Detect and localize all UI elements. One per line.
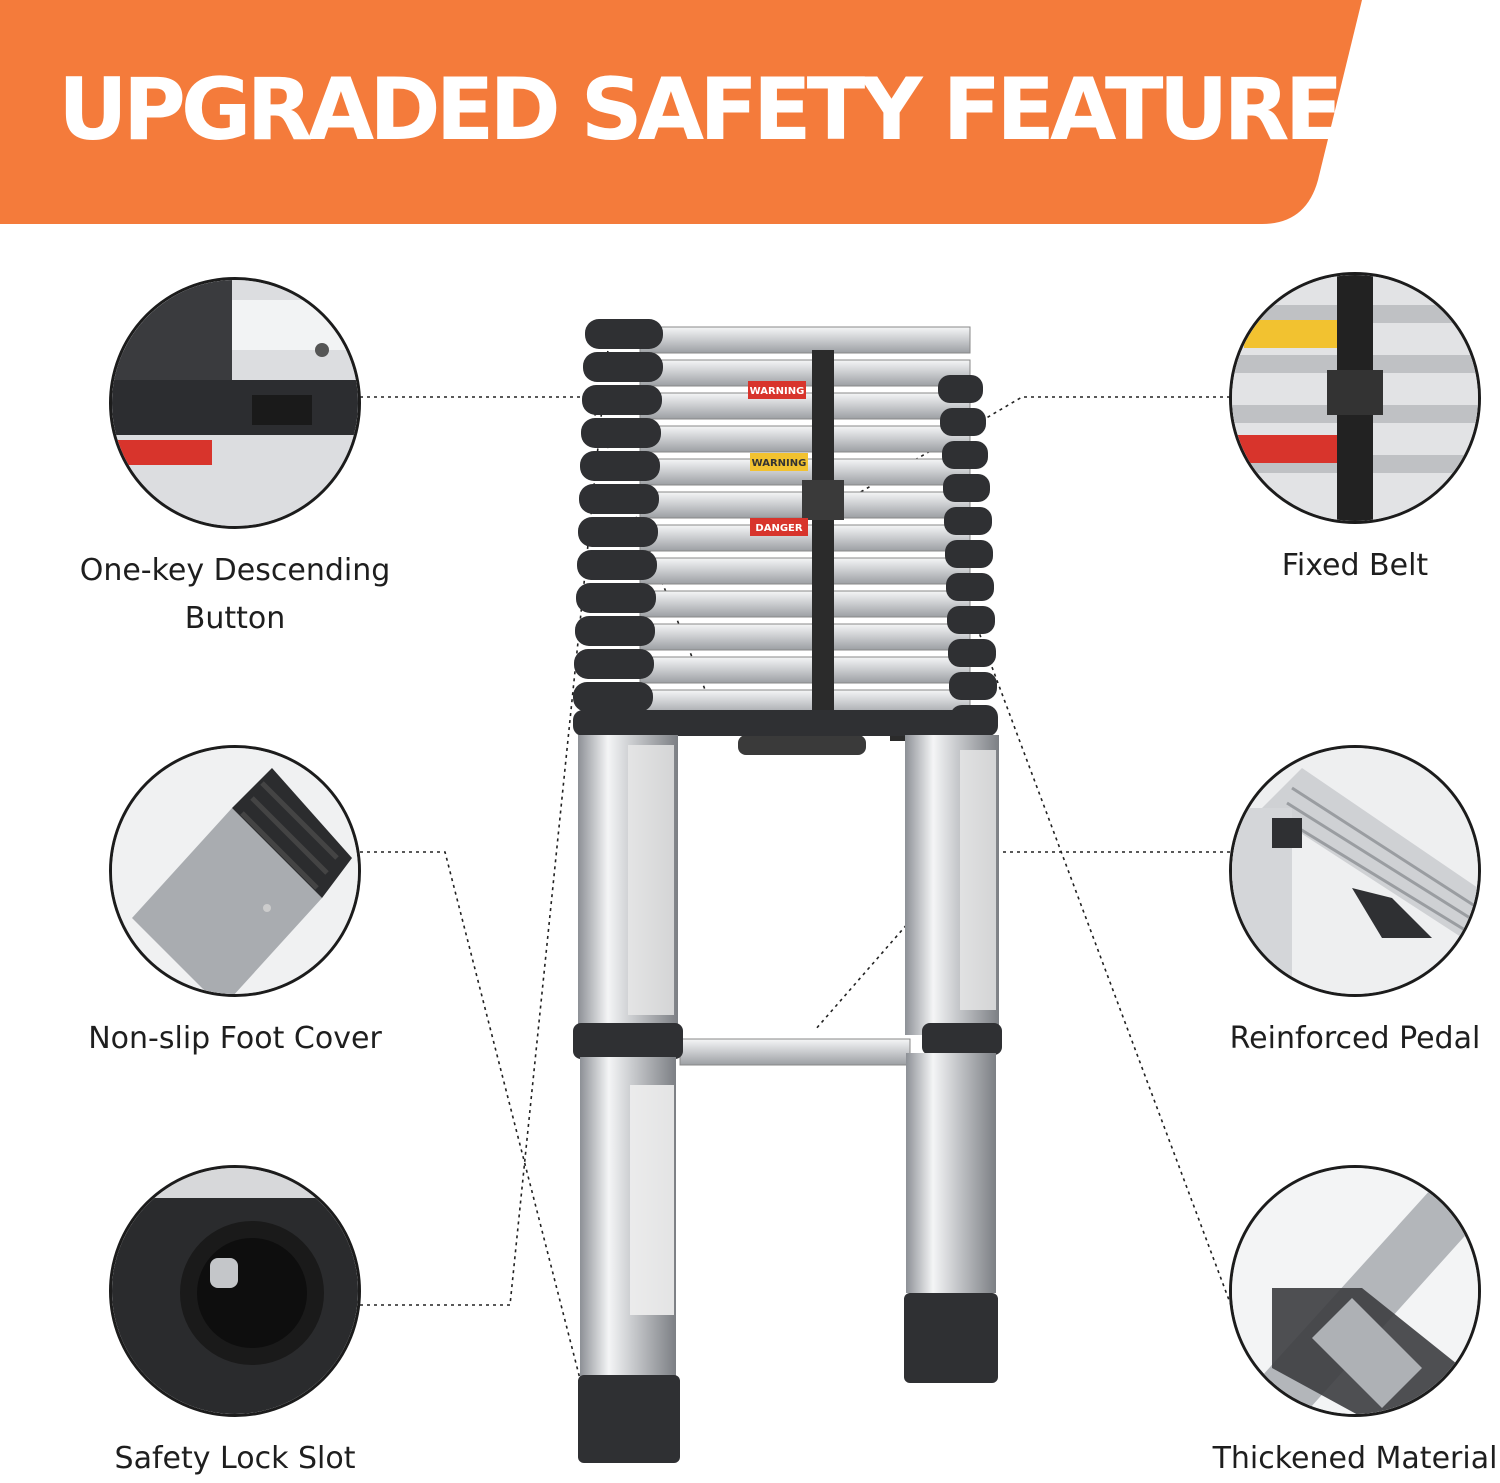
telescopic-ladder-image: WARNING WARNING DANGER [540, 305, 1020, 1480]
ladder-illustration: WARNING WARNING DANGER [573, 319, 1002, 1463]
foot-cover-label: Non-slip Foot Cover [88, 1021, 382, 1056]
feature-fixed-belt: Fixed Belt [1175, 272, 1500, 590]
ladder-warning-label: WARNING [750, 386, 805, 397]
descending-button-label: One-key Descending Button [79, 553, 391, 636]
feature-pedal: Reinforced Pedal [1175, 745, 1500, 1063]
feature-foot-cover: Non-slip Foot Cover [55, 745, 415, 1063]
ladder-warning-label-yellow: WARNING [752, 458, 807, 469]
material-photo [1229, 1165, 1481, 1417]
foot-cover-photo [109, 745, 361, 997]
lock-slot-photo [109, 1165, 361, 1417]
header-banner: UPGRADED SAFETY FEATURES [0, 0, 1500, 226]
fixed-belt-photo [1229, 272, 1481, 524]
material-label: Thickened Material [1212, 1441, 1498, 1476]
fixed-belt-label: Fixed Belt [1281, 548, 1429, 583]
pedal-label: Reinforced Pedal [1229, 1021, 1481, 1056]
descending-button-photo [109, 277, 361, 529]
lock-slot-label: Safety Lock Slot [114, 1441, 356, 1476]
feature-descending-button: One-key Descending Button [55, 277, 415, 643]
banner-shape [0, 0, 1362, 224]
feature-lock-slot: Safety Lock Slot [55, 1165, 415, 1483]
ladder-danger-label: DANGER [755, 523, 802, 534]
pedal-photo [1229, 745, 1481, 997]
page-title: UPGRADED SAFETY FEATURES [58, 60, 1400, 160]
feature-material: Thickened Material [1175, 1165, 1500, 1483]
